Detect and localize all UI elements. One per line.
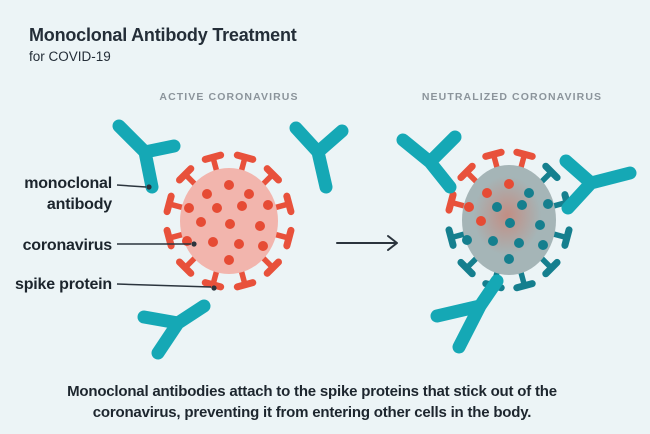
spike-protein-head bbox=[176, 258, 195, 277]
virus-dot bbox=[224, 180, 234, 190]
virus-dot bbox=[196, 217, 206, 227]
antibody-icon bbox=[430, 274, 504, 354]
active-section-label: ACTIVE CORONAVIRUS bbox=[159, 91, 299, 103]
virus-dot bbox=[482, 188, 492, 198]
caption-line-2: coronavirus, preventing it from entering… bbox=[92, 404, 532, 421]
caption-line-1: Monoclonal antibodies attach to the spik… bbox=[67, 383, 557, 400]
callout-label-spike-protein: spike protein bbox=[15, 276, 112, 293]
antibody-icon bbox=[289, 121, 349, 194]
spike-protein-head bbox=[233, 279, 257, 291]
virus-dot bbox=[208, 237, 218, 247]
callout-dot bbox=[146, 184, 152, 190]
antibody-icon bbox=[112, 119, 181, 194]
spike-protein-head bbox=[542, 162, 561, 182]
virus-dot bbox=[184, 203, 194, 213]
callout-line bbox=[116, 283, 212, 288]
spike-protein-head bbox=[233, 151, 257, 163]
virus-dot bbox=[462, 235, 472, 245]
spike-protein-head bbox=[542, 258, 561, 278]
virus-dot bbox=[504, 179, 514, 189]
spike-protein-head bbox=[457, 162, 476, 182]
virus-dot bbox=[244, 189, 254, 199]
spike-protein-head bbox=[263, 258, 282, 277]
spike-protein-head bbox=[457, 258, 476, 278]
spike-protein-head bbox=[263, 165, 282, 184]
virus-dot bbox=[514, 238, 524, 248]
antibody-icon bbox=[137, 299, 211, 360]
spike-protein-head bbox=[513, 280, 536, 292]
spike-protein-head bbox=[201, 151, 225, 163]
transition-arrow-icon bbox=[336, 235, 398, 251]
spike-protein-head bbox=[163, 226, 175, 250]
virus-dot bbox=[255, 221, 265, 231]
callout-line bbox=[116, 184, 147, 188]
neutralized-section-label: NEUTRALIZED CORONAVIRUS bbox=[421, 91, 603, 103]
spike-protein-head bbox=[176, 165, 195, 184]
spike-protein-head bbox=[482, 148, 505, 160]
virus-dot bbox=[202, 189, 212, 199]
virus-dot bbox=[492, 202, 502, 212]
spike-protein-head bbox=[283, 192, 295, 216]
virus-dot bbox=[237, 201, 247, 211]
virus-dot bbox=[505, 218, 515, 228]
virus-dot bbox=[543, 199, 553, 209]
spike-protein-head bbox=[445, 191, 457, 214]
virus-dot bbox=[234, 239, 244, 249]
spike-protein-head bbox=[445, 226, 457, 249]
callout-label-monoclonal-antibody: monoclonal antibody bbox=[24, 175, 112, 213]
antibody-icon bbox=[396, 130, 462, 194]
neutralized-virus-group bbox=[445, 148, 573, 292]
virus-dot bbox=[224, 255, 234, 265]
virus-dot bbox=[476, 216, 486, 226]
virus-dot bbox=[504, 254, 514, 264]
caption: Monoclonal antibodies attach to the spik… bbox=[0, 381, 624, 423]
spike-protein-head bbox=[201, 279, 225, 291]
virus-dot bbox=[212, 203, 222, 213]
virus-dot bbox=[258, 241, 268, 251]
spike-protein-head bbox=[163, 192, 175, 216]
antibody-icon bbox=[559, 154, 637, 215]
virus-dot bbox=[464, 202, 474, 212]
virus-dot bbox=[225, 219, 235, 229]
spike-protein-head bbox=[561, 226, 573, 249]
virus-dot bbox=[263, 200, 273, 210]
page-title: Monoclonal Antibody Treatment bbox=[29, 25, 297, 45]
spike-protein-head bbox=[513, 148, 536, 160]
virus-dot bbox=[524, 188, 534, 198]
callout-label-coronavirus: coronavirus bbox=[22, 237, 113, 254]
callout-dot bbox=[191, 241, 197, 247]
callout-dot bbox=[211, 285, 217, 291]
page-subtitle: for COVID-19 bbox=[29, 49, 111, 64]
virus-dot bbox=[535, 220, 545, 230]
virus-dot bbox=[538, 240, 548, 250]
active-virus-group bbox=[163, 151, 295, 291]
virus-dot bbox=[488, 236, 498, 246]
spike-protein-head bbox=[283, 226, 295, 250]
virus-dot bbox=[517, 200, 527, 210]
